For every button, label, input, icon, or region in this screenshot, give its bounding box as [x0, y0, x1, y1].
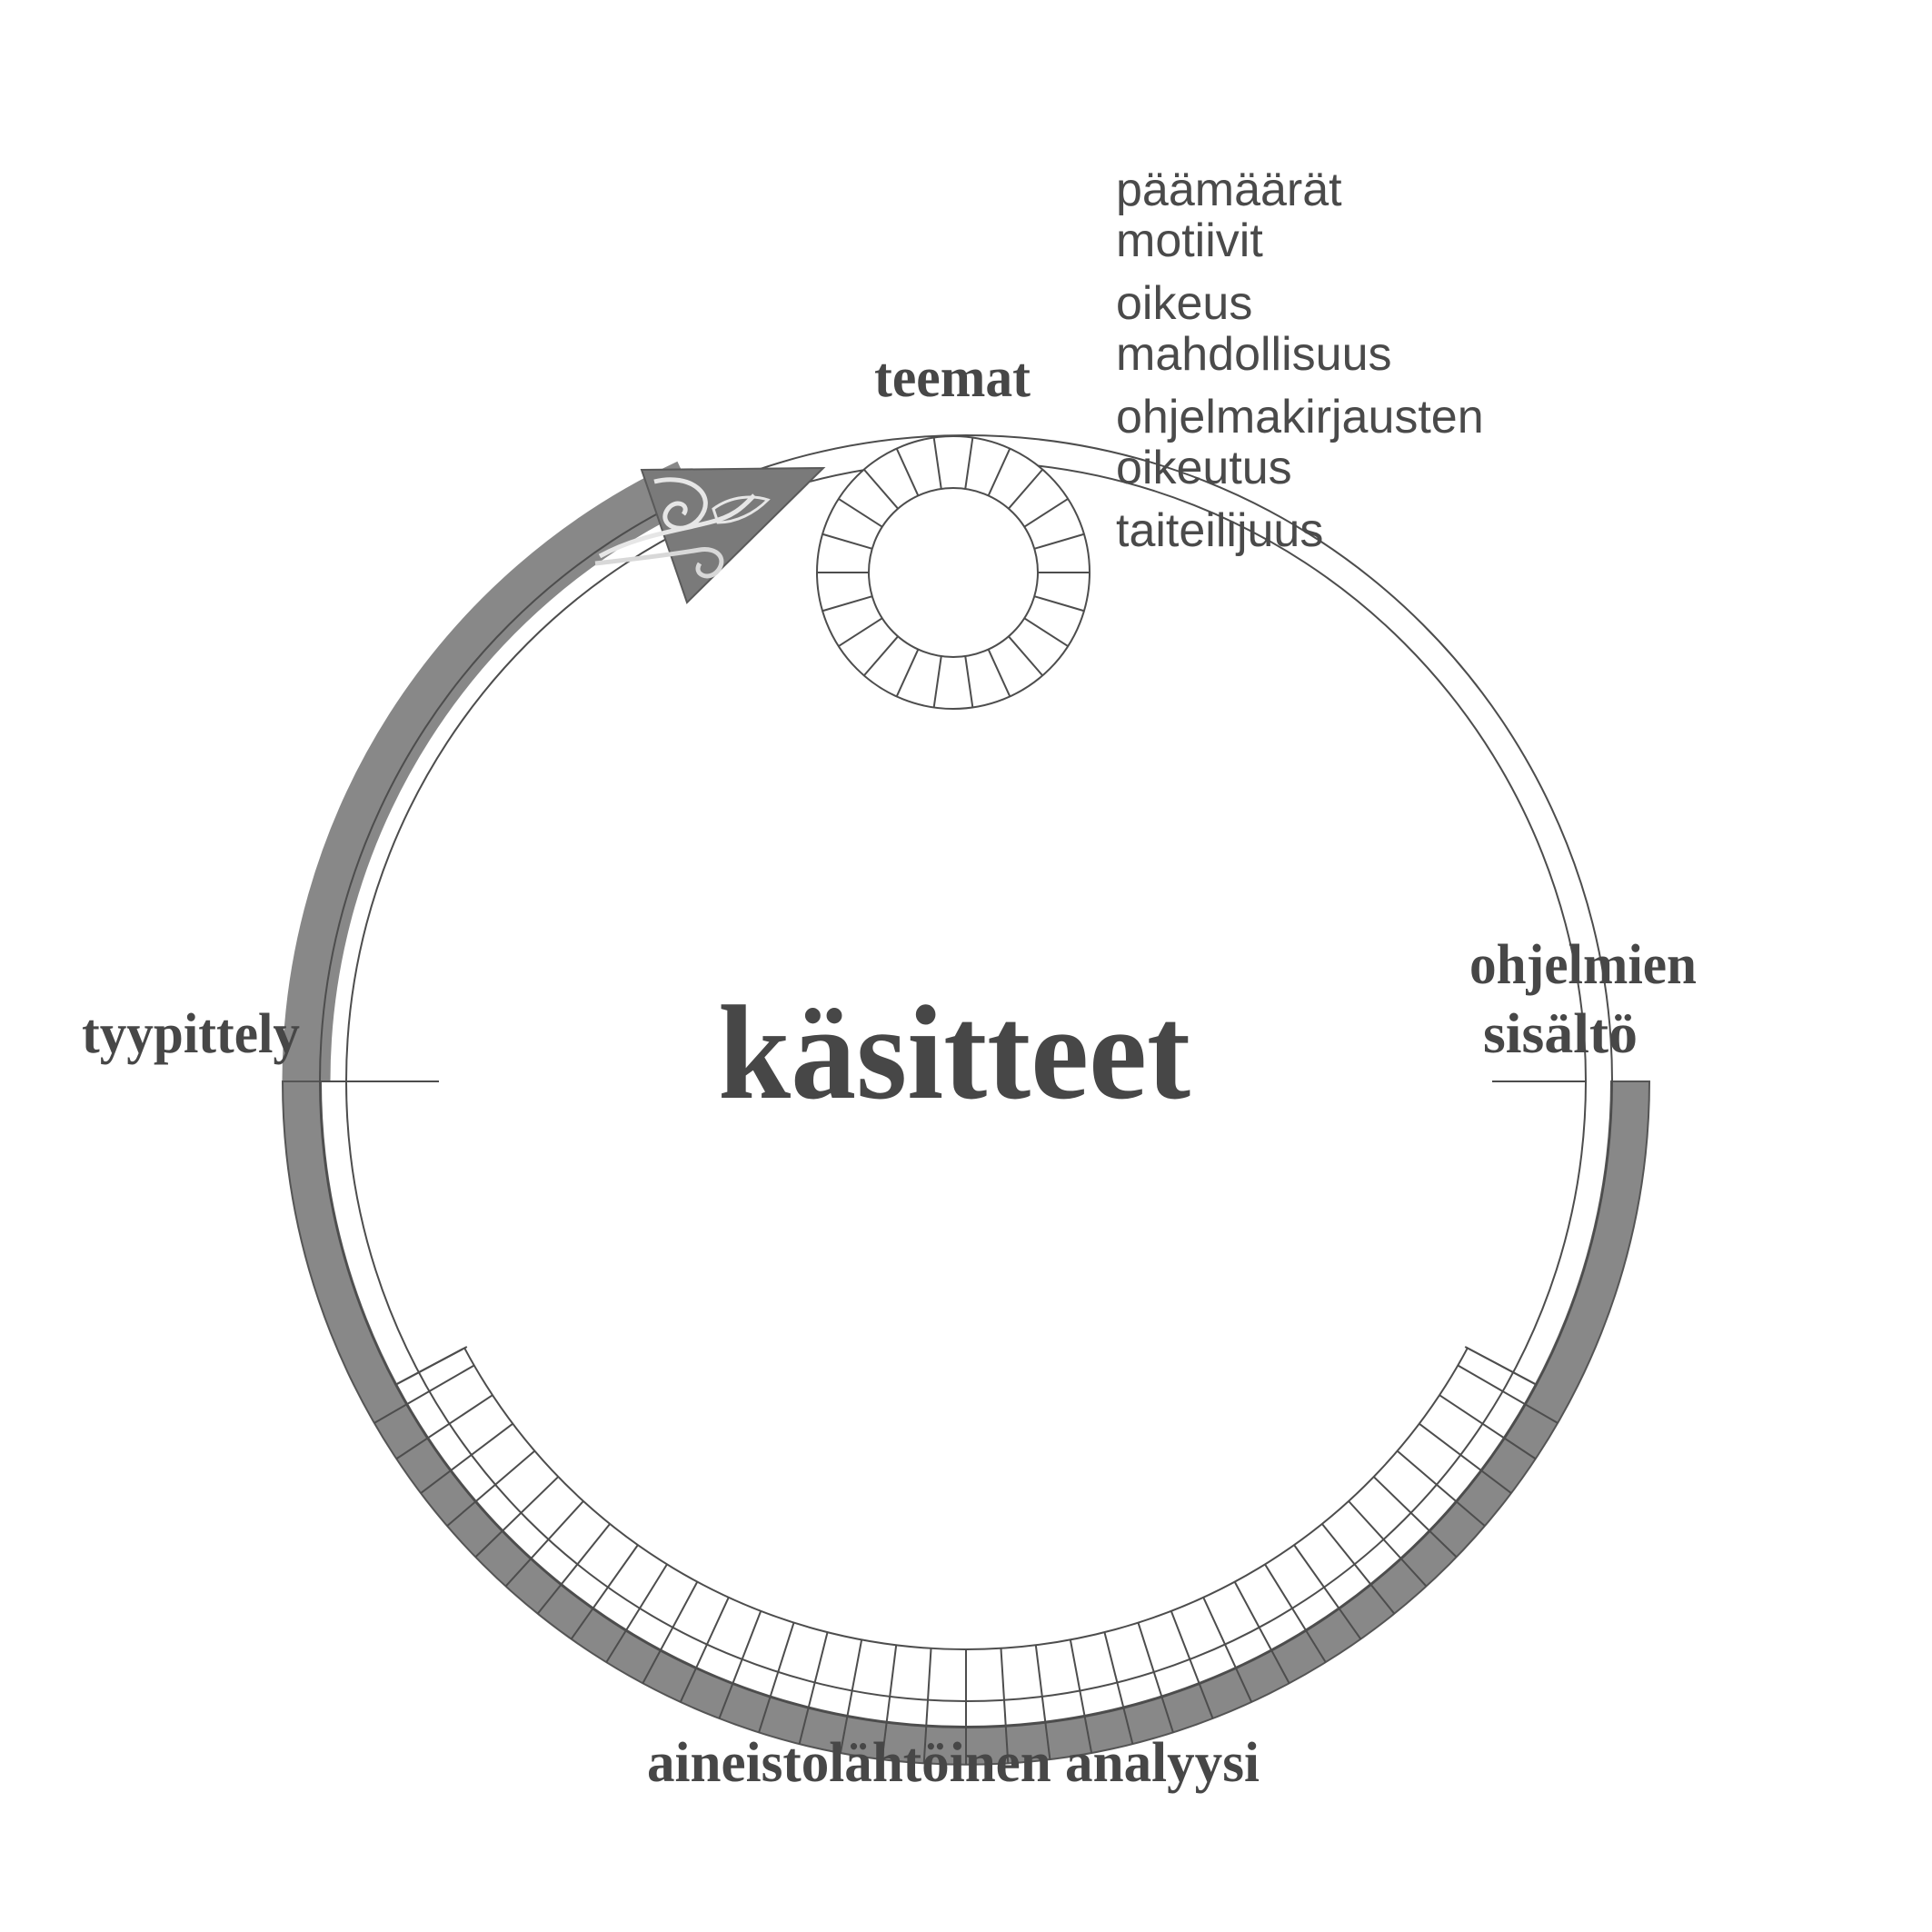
segment-divider — [1137, 1622, 1174, 1733]
segment-divider — [420, 1422, 513, 1494]
segment-divider — [1233, 1581, 1290, 1684]
segment-divider — [1396, 1449, 1486, 1528]
theme-segment-divider — [1033, 533, 1085, 550]
theme-item: oikeus — [1116, 277, 1252, 330]
segment-divider — [395, 1394, 493, 1460]
theme-item: mahdollisuus — [1116, 328, 1392, 381]
theme-ring-inner — [868, 487, 1039, 658]
theme-segment-divider — [895, 448, 920, 496]
segment-divider — [1419, 1422, 1512, 1494]
segment-divider — [758, 1622, 795, 1733]
theme-item: taiteilijuus — [1116, 504, 1323, 557]
theme-segment-divider — [1023, 617, 1069, 647]
segment-divider — [1103, 1631, 1134, 1745]
segment-divider — [1293, 1544, 1362, 1640]
theme-segment-divider — [822, 533, 873, 550]
segment-divider — [536, 1523, 611, 1615]
theme-segment-divider — [863, 635, 899, 677]
segment-divider — [881, 1645, 898, 1760]
label-program-content-2: sisältö — [1483, 1003, 1638, 1065]
segment-divider — [1000, 1648, 1010, 1764]
label-data-driven-analysis: aineistolähtöinen analyysi — [647, 1732, 1260, 1794]
segment-divider — [1464, 1346, 1537, 1386]
segment-divider — [373, 1364, 475, 1424]
segment-divider — [718, 1610, 762, 1719]
segment-divider — [570, 1544, 639, 1640]
theme-segment-divider — [1008, 635, 1043, 677]
theme-segment-divider — [964, 655, 974, 708]
segment-divider — [1372, 1476, 1458, 1559]
segment-divider — [1034, 1645, 1051, 1760]
theme-segment-divider — [895, 649, 920, 697]
segment-divider — [1170, 1610, 1214, 1719]
theme-item: oikeutus — [1116, 442, 1292, 494]
segment-divider — [839, 1639, 863, 1754]
segment-divider — [1264, 1563, 1327, 1663]
theme-segment-divider — [932, 655, 942, 708]
label-program-content-1: ohjelmien — [1469, 934, 1697, 996]
theme-segment-divider — [838, 498, 883, 528]
theme-item: ohjelmakirjausten — [1116, 391, 1484, 443]
segment-divider — [1439, 1394, 1537, 1460]
theme-segment-divider — [822, 595, 873, 612]
cycle-arrow-band — [282, 461, 698, 1082]
segment-divider — [1321, 1523, 1396, 1615]
center-label: käsitteet — [718, 979, 1190, 1128]
theme-segment-divider — [987, 649, 1011, 697]
theme-segment-divider — [863, 468, 899, 510]
theme-segment-divider — [1023, 498, 1069, 528]
theme-ring-segments — [817, 437, 1090, 708]
theme-segment-divider — [1008, 468, 1043, 510]
segment-divider — [798, 1631, 829, 1745]
analysis-band-segments — [373, 1364, 1559, 1765]
segment-divider — [642, 1581, 699, 1684]
theme-segment-divider — [987, 448, 1011, 496]
segment-divider — [474, 1476, 560, 1559]
segment-divider — [605, 1563, 668, 1663]
segment-divider — [1348, 1500, 1428, 1588]
segment-divider — [446, 1449, 536, 1528]
segment-divider — [922, 1648, 932, 1764]
theme-segment-divider — [932, 437, 942, 490]
theme-segment-divider — [964, 437, 974, 490]
theme-segment-divider — [838, 617, 883, 647]
segment-divider — [395, 1346, 468, 1386]
segment-divider — [504, 1500, 584, 1588]
segment-divider — [1202, 1597, 1253, 1703]
segment-divider — [679, 1597, 730, 1703]
theme-list: päämäärät motiivit oikeus mahdollisuus o… — [1116, 164, 1484, 557]
theme-item: motiivit — [1116, 214, 1263, 267]
ornamental-arrowhead-icon — [594, 466, 826, 604]
analysis-ring-segments — [395, 1346, 1537, 1386]
segment-divider — [1069, 1639, 1093, 1754]
label-themes: teemat — [874, 347, 1031, 409]
segment-divider — [1457, 1364, 1559, 1424]
theme-segment-divider — [1033, 595, 1085, 612]
label-typology: tyypittely — [82, 1003, 300, 1065]
theme-item: päämäärät — [1116, 164, 1342, 216]
